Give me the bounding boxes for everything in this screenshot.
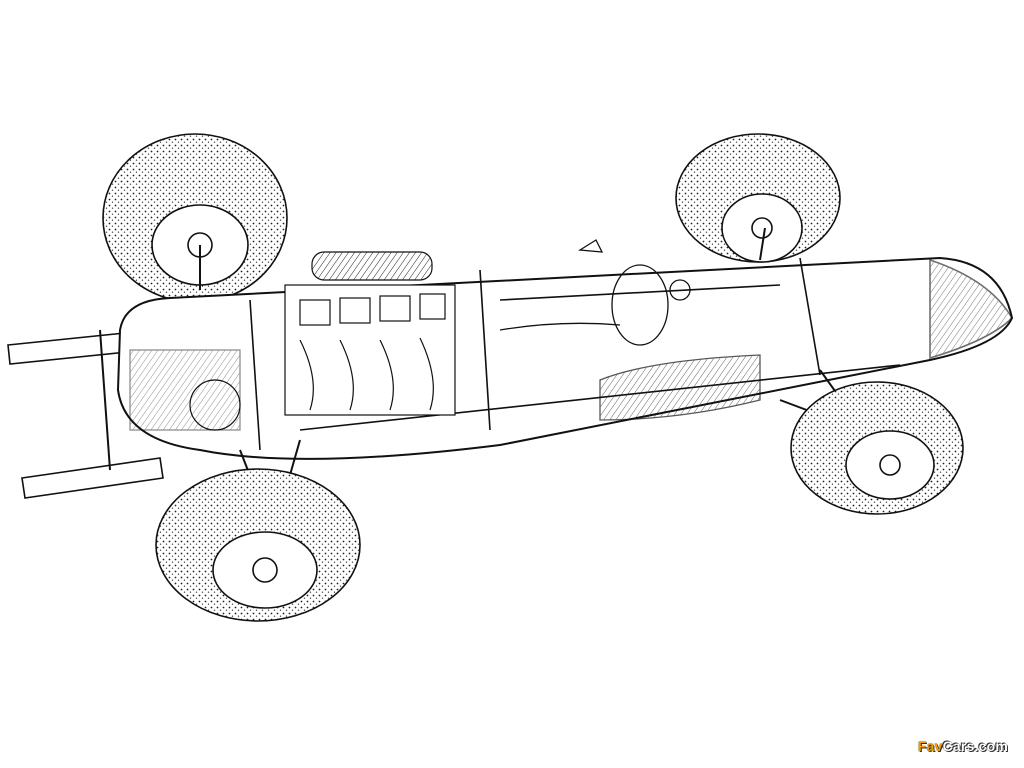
- front-right-wheel: [675, 133, 841, 263]
- front-left-wheel: [790, 381, 964, 515]
- watermark-part2: Cars.com: [942, 738, 1008, 754]
- cockpit: [499, 239, 761, 421]
- watermark-part1: Fav: [917, 738, 943, 754]
- favcars-watermark: FavCars.com: [918, 738, 1008, 754]
- engine: [129, 251, 456, 431]
- rear-right-wheel: [155, 468, 361, 622]
- exhaust-pipes: [7, 332, 164, 499]
- rear-left-wheel: [102, 133, 288, 303]
